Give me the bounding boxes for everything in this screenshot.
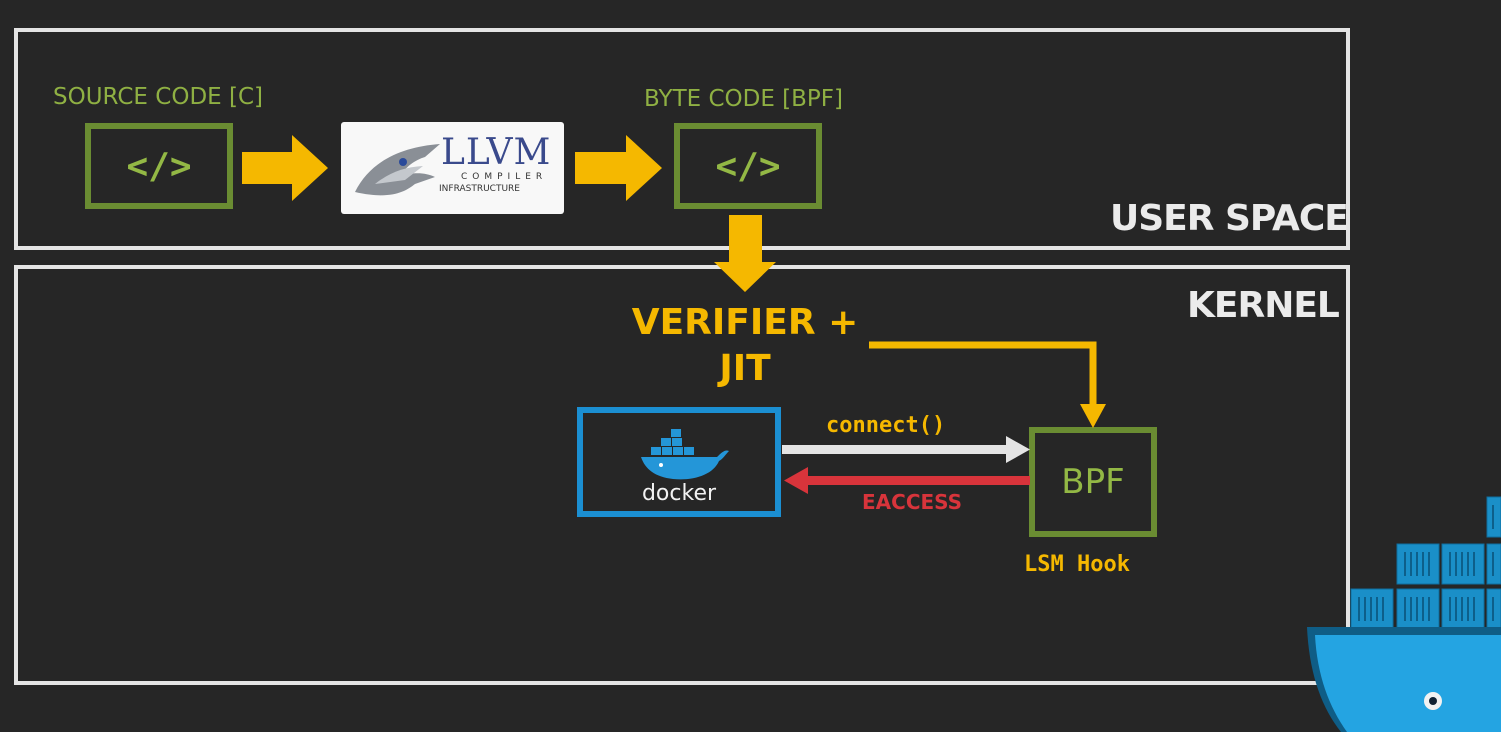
byte-code-box: </> (674, 123, 822, 209)
code-icon: </> (126, 145, 192, 187)
verifier-jit-label: VERIFIER + JIT (620, 300, 870, 392)
bpf-box: BPF (1029, 427, 1157, 537)
jit-line: JIT (719, 348, 771, 389)
user-space-region (14, 28, 1350, 250)
llvm-logo: LLVM COMPILER INFRASTRUCTURE (341, 122, 564, 214)
arrow-source-to-llvm (242, 135, 328, 201)
source-code-label: SOURCE CODE [C] (53, 84, 263, 110)
arrow-eaccess-head (784, 467, 808, 494)
llvm-subtitle-infrastructure: INFRASTRUCTURE (439, 184, 520, 194)
source-code-box: </> (85, 123, 233, 209)
arrow-connect-shaft (782, 445, 1008, 454)
arrow-eaccess-shaft (806, 476, 1030, 485)
arrow-connect-head (1006, 436, 1030, 463)
docker-whale-large-icon (1307, 496, 1501, 732)
arrow-bytecode-to-verifier (714, 215, 776, 292)
docker-container-box: docker (577, 407, 781, 517)
code-icon: </> (715, 145, 781, 187)
docker-label: docker (641, 481, 717, 506)
lsm-hook-label: LSM Hook (1024, 552, 1130, 577)
byte-code-label: BYTE CODE [BPF] (644, 86, 844, 112)
arrow-llvm-to-bytecode (575, 135, 662, 201)
docker-whale-icon (641, 429, 729, 480)
connect-label: connect() (826, 413, 946, 438)
kernel-label: KERNEL (1187, 285, 1340, 326)
llvm-title: LLVM (441, 132, 552, 173)
bpf-label: BPF (1061, 462, 1125, 502)
llvm-subtitle-compiler: COMPILER (461, 172, 548, 182)
arrow-verifier-to-bpf (869, 341, 1097, 408)
dragon-icon (355, 144, 440, 196)
verifier-line: VERIFIER + (631, 302, 859, 343)
user-space-label: USER SPACE (1110, 198, 1349, 239)
arrow-verifier-to-bpf-head (1080, 404, 1106, 428)
eaccess-label: EACCESS (862, 490, 963, 514)
kernel-region (14, 265, 1350, 685)
